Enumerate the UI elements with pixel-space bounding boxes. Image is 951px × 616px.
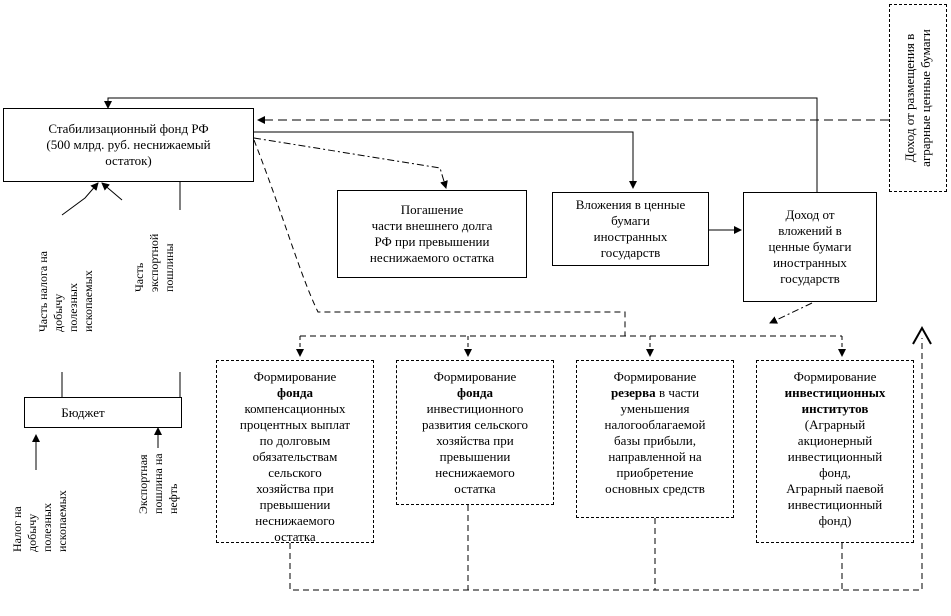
- budget-label: Бюджет: [61, 404, 105, 420]
- compensation-keyword: фонда: [276, 385, 314, 400]
- arrow-tax-part-to-fund: [61, 182, 99, 216]
- agrarian-income-label: Доход от размещения в аграрные ценные бу…: [902, 29, 933, 167]
- bottom-return-line: [289, 338, 923, 591]
- formation-box-compensation: Формирование фонда компенсационных проце…: [216, 360, 374, 544]
- export-label: Экспортная пошлина на нефть: [136, 453, 180, 514]
- investments-box: Вложения в ценные бумаги иностранных гос…: [552, 192, 709, 266]
- investment-development-keyword: фонда: [456, 385, 494, 400]
- arrow-fund-to-repayment: [253, 137, 448, 189]
- arrow-income-to-bus: [769, 302, 813, 324]
- export-part-label: Часть экспортной пошлины: [132, 233, 176, 292]
- agrarian-income-box: Доход от размещения в аграрные ценные бу…: [889, 4, 947, 192]
- stabilization-fund-label: Стабилизационный фонд РФ (500 млрд. руб.…: [46, 121, 211, 168]
- reserve-keyword: резерва: [610, 385, 656, 400]
- up-chevron-icon: [912, 325, 932, 345]
- investment-income-box: Доход от вложений в ценные бумаги иностр…: [743, 192, 877, 302]
- repayment-box: Погашение части внешнего долга РФ при пр…: [337, 190, 527, 278]
- formation-box-investment-development: Формирование фонда инвестиционного разви…: [396, 360, 554, 505]
- budget-box: Бюджет: [24, 397, 182, 428]
- institutions-keyword: инвестиционных институтов: [784, 385, 886, 416]
- tax-part-label: Часть налога на добычу полезных ископаем…: [36, 250, 95, 332]
- arrow-fund-to-bus: [253, 139, 626, 336]
- investment-income-label: Доход от вложений в ценные бумаги иностр…: [768, 207, 852, 286]
- investments-label: Вложения в ценные бумаги иностранных гос…: [575, 197, 686, 260]
- arrow-fund-to-investments: [254, 131, 637, 189]
- formation-box-reserve: Формирование резерва в части уменьшения …: [576, 360, 734, 518]
- repayment-label: Погашение части внешнего долга РФ при пр…: [369, 202, 495, 265]
- stabilization-fund-box: Стабилизационный фонд РФ (500 млрд. руб.…: [3, 108, 254, 182]
- formation-box-institutions: Формирование инвестиционных институтов (…: [756, 360, 914, 543]
- arrow-income-to-fund: [104, 97, 818, 192]
- arrow-export-part-to-fund: [101, 182, 123, 201]
- tax-label: Налог на добычу полезных ископаемых: [10, 490, 69, 552]
